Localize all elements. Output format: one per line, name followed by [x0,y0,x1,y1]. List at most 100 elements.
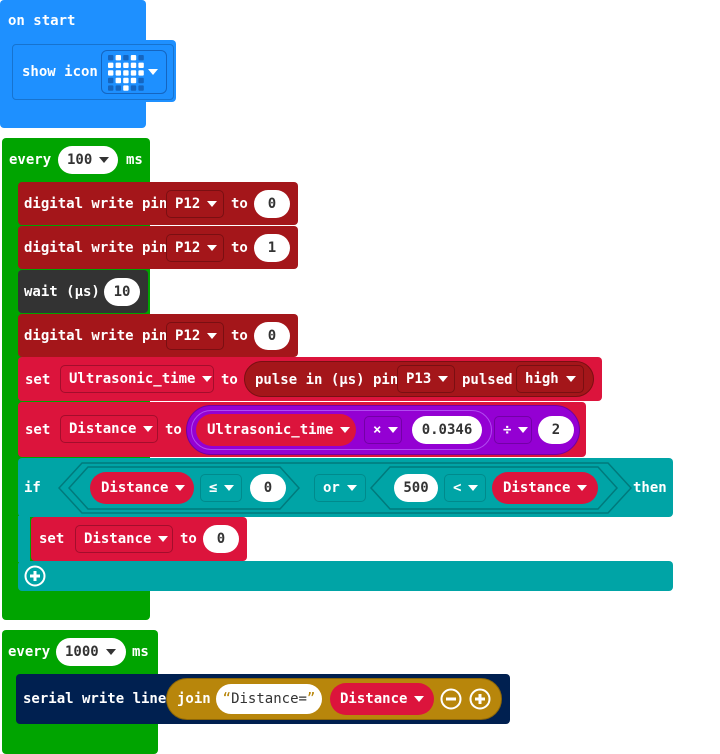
to-label: to [180,531,197,547]
chevron-down-icon [388,427,399,433]
led-cell [138,85,144,91]
operator-value: ÷ [503,422,512,438]
led-cell [130,85,137,91]
variable-name: Distance [340,691,408,707]
variable-dropdown[interactable]: Distance [75,525,173,553]
on-start-label: on start [8,13,76,29]
chevron-down-icon [577,485,588,491]
chevron-down-icon [207,201,218,207]
divide-operator-dropdown[interactable]: ÷ [494,416,532,444]
led-cell [138,55,144,61]
led-cell [123,85,129,91]
if-block-left-arm [18,516,30,562]
chevron-down-icon [414,696,425,702]
value-input[interactable]: 0 [203,525,239,553]
led-cell [130,70,137,76]
divisor-input[interactable]: 2 [538,416,574,444]
digital-write-block[interactable] [18,182,298,225]
led-cell [115,55,121,61]
operator-value: < [453,480,462,496]
pin-dropdown[interactable]: P12 [166,190,224,218]
chevron-down-icon [340,427,351,433]
led-cell [123,77,129,84]
variable-name: Distance [84,531,152,547]
chevron-down-icon [518,427,529,433]
set-label: set [39,531,65,547]
value-input[interactable]: 1 [254,234,290,262]
logic-operator-dropdown[interactable]: or [314,474,366,502]
add-else-icon[interactable] [24,565,46,587]
led-cell [115,62,121,68]
value-input[interactable]: 0 [254,190,290,218]
variable-dropdown[interactable]: Distance [60,415,158,443]
set-label: set [25,372,51,388]
led-cell [115,77,121,84]
set-label: set [25,422,51,438]
show-icon-label: show icon [22,64,98,80]
led-cell [108,85,114,91]
digital-write-block[interactable] [18,314,298,357]
remove-input-icon[interactable] [440,688,462,710]
close-quote: ” [306,691,316,707]
factor-input[interactable]: 0.0346 [412,416,482,444]
digital-write-block[interactable] [18,226,298,269]
compare-value-input[interactable]: 0 [250,474,286,502]
led-cell [115,85,121,91]
chevron-down-icon [207,245,218,251]
chevron-down-icon [565,376,576,382]
every-label: every [8,644,51,660]
distance-variable[interactable]: Distance [492,472,598,504]
compare-operator-dropdown[interactable]: ≤ [200,474,242,502]
pin-value: P12 [175,328,201,344]
to-label: to [221,372,238,388]
led-cell [108,62,114,68]
operator-value: × [373,422,382,438]
to-label: to [231,196,248,212]
icon-picker[interactable] [101,50,167,94]
if-label: if [24,480,41,496]
pin-value: P13 [406,371,432,387]
interval-value: 1000 [65,644,99,660]
then-label: then [633,480,667,496]
every-unit-label: ms [132,644,149,660]
pulse-level-dropdown[interactable]: high [516,365,584,393]
pin-dropdown[interactable]: P12 [166,322,224,350]
to-label: to [231,240,248,256]
compare-operator-dropdown[interactable]: < [444,474,486,502]
digital-write-label: digital write pin [24,240,168,256]
pin-dropdown[interactable]: P13 [397,365,455,393]
variable-name: Distance [101,480,169,496]
join-label: join [177,691,211,707]
chevron-down-icon [224,485,235,491]
led-cell [108,77,114,84]
string-literal[interactable]: “Distance=” [216,684,322,714]
variable-dropdown[interactable]: Ultrasonic_time [60,365,214,393]
led-cell [108,70,114,76]
ultrasonic-time-variable[interactable]: Ultrasonic_time [196,414,356,446]
distance-variable[interactable]: Distance [330,683,434,715]
digital-write-label: digital write pin [24,328,168,344]
interval-dropdown[interactable]: 100 [58,146,118,174]
digital-write-label: digital write pin [24,196,168,212]
if-block-footer [18,561,673,591]
every-label: every [9,152,52,168]
add-input-icon[interactable] [469,688,491,710]
chevron-down-icon [148,69,158,75]
to-label: to [165,422,182,438]
chevron-down-icon [143,426,154,432]
distance-variable[interactable]: Distance [90,472,194,504]
led-cell [138,70,144,76]
variable-name: Distance [69,421,137,437]
chevron-down-icon [346,485,357,491]
multiply-operator-dropdown[interactable]: × [364,416,402,444]
wait-value-input[interactable]: 10 [104,278,140,306]
value-input[interactable]: 0 [254,322,290,350]
chevron-down-icon [158,536,169,542]
interval-dropdown[interactable]: 1000 [56,638,126,666]
chevron-down-icon [105,649,116,655]
compare-value-input[interactable]: 500 [394,474,438,502]
pin-dropdown[interactable]: P12 [166,234,224,262]
led-cell [123,55,129,61]
chevron-down-icon [202,376,213,382]
pulse-in-block[interactable] [244,361,594,397]
